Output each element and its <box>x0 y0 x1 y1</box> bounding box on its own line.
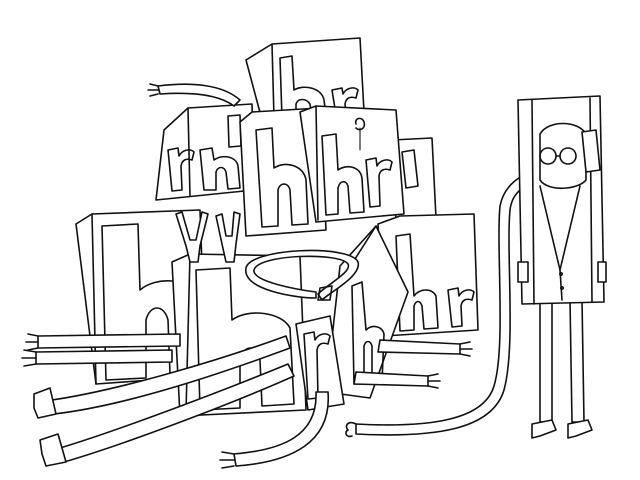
arm-right-1 <box>377 339 473 357</box>
leg-left-1 <box>33 335 291 419</box>
loop-tube <box>245 249 359 301</box>
arm-left-upper <box>25 333 181 351</box>
arm-top-left <box>147 83 241 107</box>
leg-left-2 <box>39 363 295 467</box>
box-front-r <box>295 315 345 411</box>
box-center-r <box>299 105 405 223</box>
box-top-back <box>245 37 365 121</box>
arm-bottom-middle <box>219 391 329 469</box>
prong-pair-left <box>175 211 241 263</box>
arm-left-lower <box>21 349 173 367</box>
box-upper-left <box>155 103 255 201</box>
standing-man <box>517 95 607 439</box>
arm-right-2 <box>353 371 441 389</box>
